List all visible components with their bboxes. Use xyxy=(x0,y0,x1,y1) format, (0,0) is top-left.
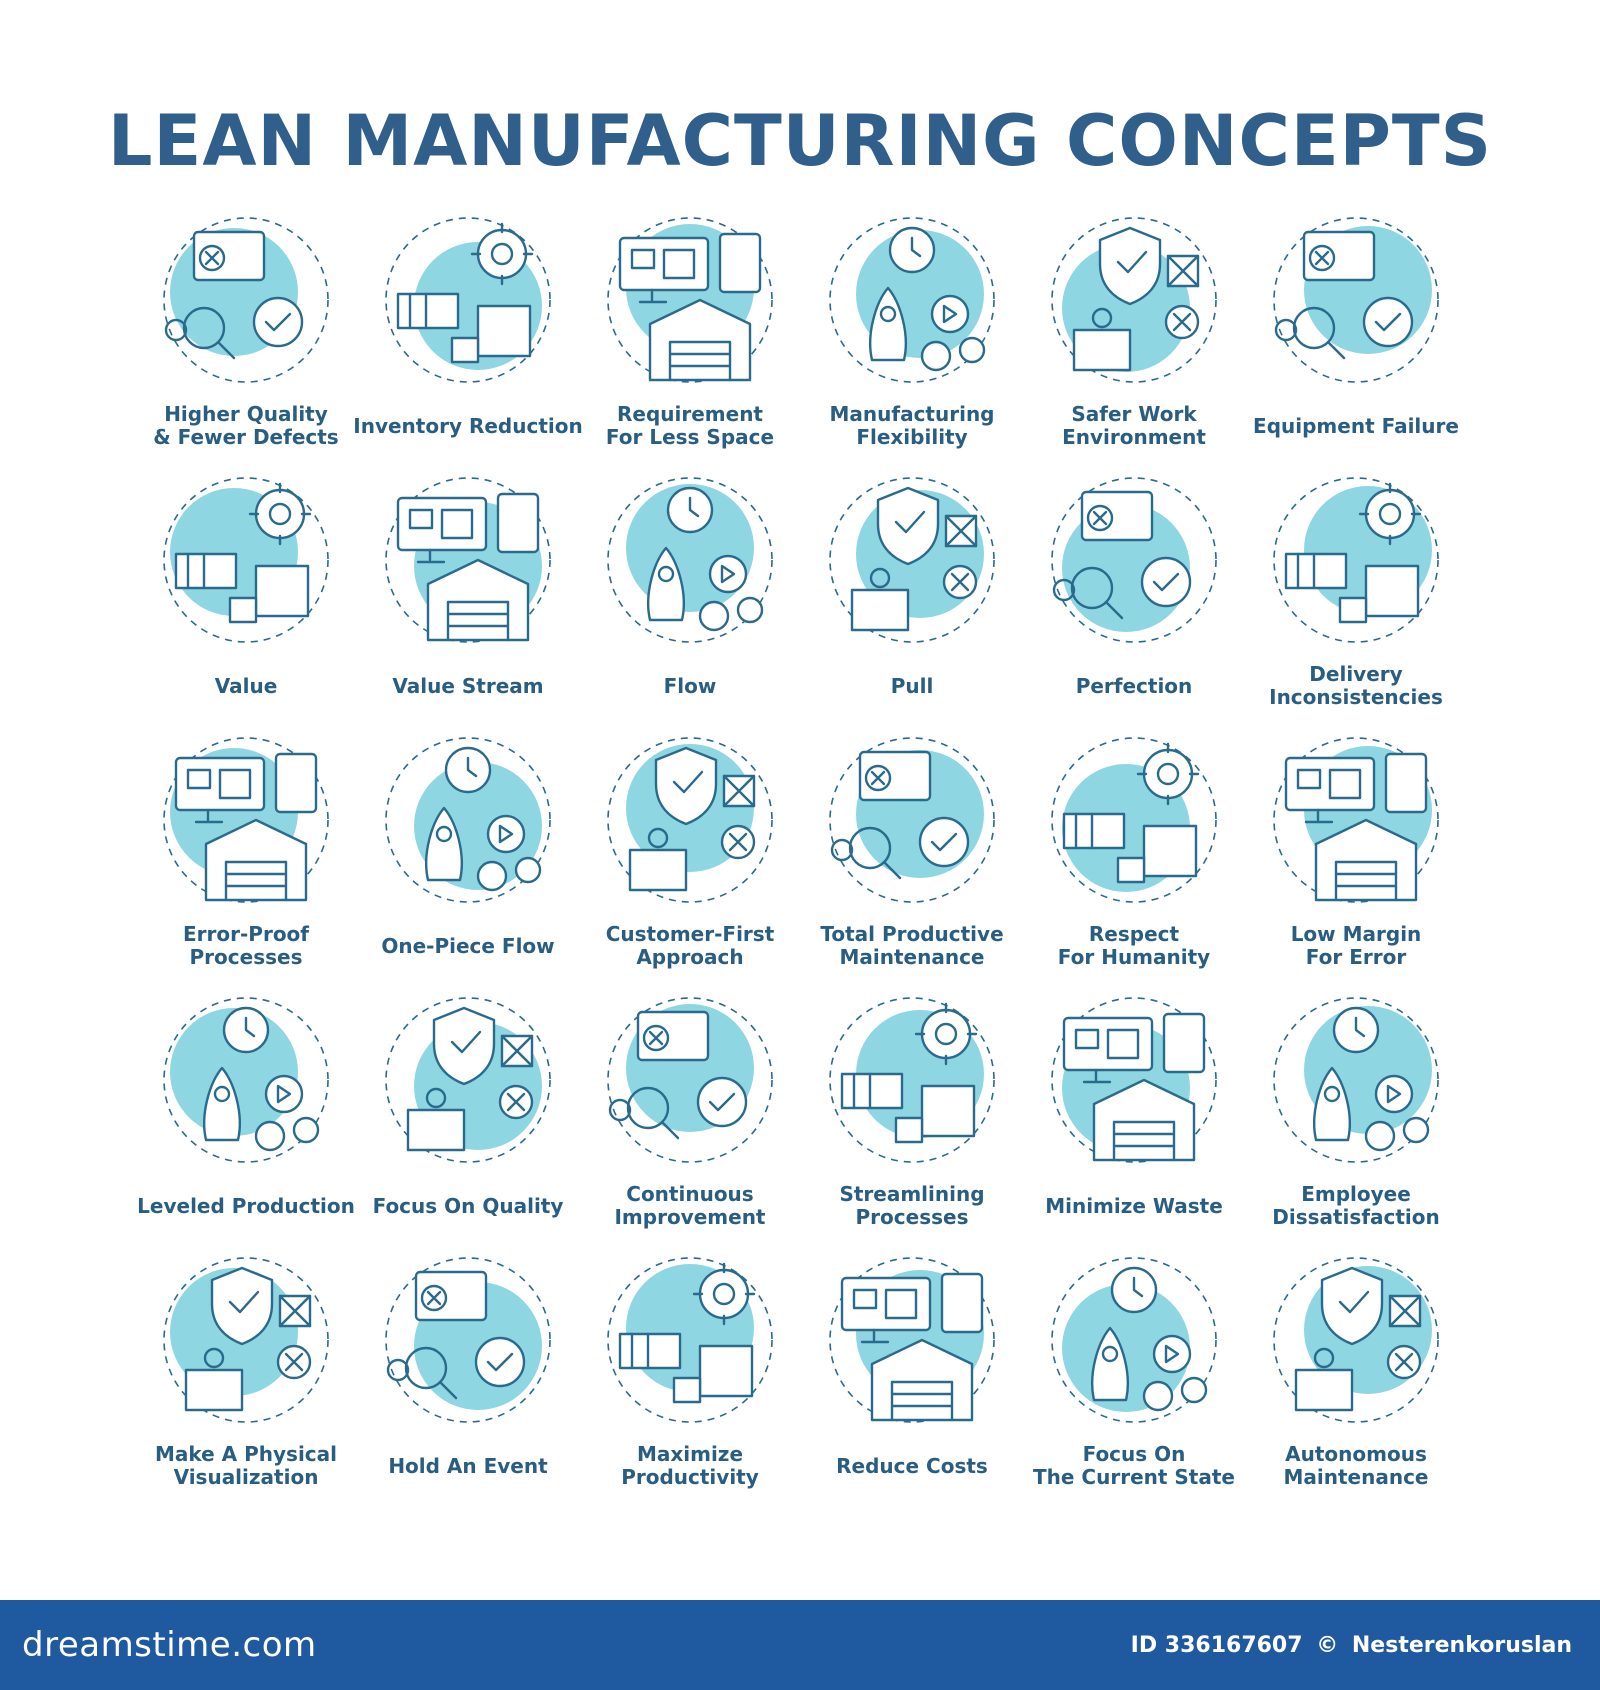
concept-card: Value xyxy=(135,460,357,720)
concept-label: Employee Dissatisfaction xyxy=(1272,1182,1440,1229)
footer-bar: dreamstime.com ID 336167607 © Nesterenko… xyxy=(0,1600,1600,1690)
copyright-symbol: © xyxy=(1316,1632,1339,1658)
concept-label: Leveled Production xyxy=(137,1193,355,1218)
less-space-icon xyxy=(607,217,773,383)
concept-label: Equipment Failure xyxy=(1253,413,1459,438)
concept-card: Value Stream xyxy=(357,460,579,720)
concept-card: Streamlining Processes xyxy=(801,980,1023,1240)
footer-credit: ID 336167607 © Nesterenkoruslan xyxy=(1125,1633,1572,1658)
concept-label: Respect For Humanity xyxy=(1057,922,1211,969)
maximize-productivity-icon xyxy=(607,1257,773,1423)
inventory-reduction-icon xyxy=(385,217,551,383)
concept-card: Higher Quality & Fewer Defects xyxy=(135,200,357,460)
continuous-improvement-icon xyxy=(607,997,773,1163)
concept-label: Autonomous Maintenance xyxy=(1283,1442,1429,1489)
concept-card: Pull xyxy=(801,460,1023,720)
concept-label: Manufacturing Flexibility xyxy=(829,402,995,449)
pull-icon xyxy=(829,477,995,643)
concept-label: Customer-First Approach xyxy=(605,922,775,969)
low-margin-icon xyxy=(1273,737,1439,903)
concept-label: Reduce Costs xyxy=(836,1453,988,1478)
concept-card: Low Margin For Error xyxy=(1245,720,1467,980)
concept-card: Leveled Production xyxy=(135,980,357,1240)
concept-label: Requirement For Less Space xyxy=(605,402,775,449)
concept-card: Delivery Inconsistencies xyxy=(1245,460,1467,720)
streamlining-icon xyxy=(829,997,995,1163)
minimize-waste-icon xyxy=(1051,997,1217,1163)
delivery-inconsistencies-icon xyxy=(1273,477,1439,643)
autonomous-maintenance-icon xyxy=(1273,1257,1439,1423)
physical-visualization-icon xyxy=(163,1257,329,1423)
one-piece-flow-icon xyxy=(385,737,551,903)
value-icon xyxy=(163,477,329,643)
perfection-icon xyxy=(1051,477,1217,643)
safer-work-icon xyxy=(1051,217,1217,383)
concept-card: Error-Proof Processes xyxy=(135,720,357,980)
concept-card: Make A Physical Visualization xyxy=(135,1240,357,1500)
concept-label: Pull xyxy=(890,673,934,698)
concept-label: Higher Quality & Fewer Defects xyxy=(153,402,339,449)
concept-label: Flow xyxy=(663,673,717,698)
concept-label: Streamlining Processes xyxy=(839,1182,985,1229)
concept-label: One-Piece Flow xyxy=(381,933,555,958)
concept-label: Minimize Waste xyxy=(1045,1193,1223,1218)
page: LEAN MANUFACTURING CONCEPTS Higher Quali… xyxy=(107,100,1493,1500)
concept-card: Equipment Failure xyxy=(1245,200,1467,460)
concept-card: Reduce Costs xyxy=(801,1240,1023,1500)
concept-card: Manufacturing Flexibility xyxy=(801,200,1023,460)
equipment-failure-icon xyxy=(1273,217,1439,383)
concept-label: Maximize Productivity xyxy=(621,1442,759,1489)
image-id: ID 336167607 xyxy=(1130,1632,1303,1658)
respect-humanity-icon xyxy=(1051,737,1217,903)
concept-card: Continuous Improvement xyxy=(579,980,801,1240)
concept-card: Maximize Productivity xyxy=(579,1240,801,1500)
concept-card: Inventory Reduction xyxy=(353,200,583,460)
quality-defects-icon xyxy=(163,217,329,383)
concept-label: Make A Physical Visualization xyxy=(154,1442,338,1489)
concept-card: One-Piece Flow xyxy=(357,720,579,980)
footer-brand[interactable]: dreamstime.com xyxy=(22,1625,317,1665)
value-stream-icon xyxy=(385,477,551,643)
concept-label: Focus On The Current State xyxy=(1033,1442,1235,1489)
concept-label: Error-Proof Processes xyxy=(183,922,309,969)
concept-card: Requirement For Less Space xyxy=(579,200,801,460)
reduce-costs-icon xyxy=(829,1257,995,1423)
concept-label: Delivery Inconsistencies xyxy=(1269,662,1443,709)
customer-first-icon xyxy=(607,737,773,903)
total-productive-maintenance-icon xyxy=(829,737,995,903)
concept-grid: Higher Quality & Fewer Defects Inventory … xyxy=(135,200,1465,1500)
concept-label: Continuous Improvement xyxy=(614,1182,766,1229)
page-title: LEAN MANUFACTURING CONCEPTS xyxy=(107,100,1493,182)
concept-card: Hold An Event xyxy=(357,1240,579,1500)
concept-label: Total Productive Maintenance xyxy=(820,922,1004,969)
concept-card: Total Productive Maintenance xyxy=(801,720,1023,980)
manufacturing-flexibility-icon xyxy=(829,217,995,383)
concept-card: Perfection xyxy=(1023,460,1245,720)
concept-label: Focus On Quality xyxy=(372,1193,564,1218)
concept-card: Focus On The Current State xyxy=(1023,1240,1245,1500)
current-state-icon xyxy=(1051,1257,1217,1423)
concept-card: Flow xyxy=(579,460,801,720)
leveled-production-icon xyxy=(163,997,329,1163)
concept-card: Safer Work Environment xyxy=(1023,200,1245,460)
employee-dissatisfaction-icon xyxy=(1273,997,1439,1163)
concept-label: Inventory Reduction xyxy=(353,413,583,438)
hold-event-icon xyxy=(385,1257,551,1423)
concept-card: Focus On Quality xyxy=(357,980,579,1240)
concept-card: Autonomous Maintenance xyxy=(1245,1240,1467,1500)
concept-label: Low Margin For Error xyxy=(1290,922,1422,969)
concept-card: Minimize Waste xyxy=(1023,980,1245,1240)
error-proof-icon xyxy=(163,737,329,903)
author-name[interactable]: Nesterenkoruslan xyxy=(1351,1632,1572,1658)
concept-label: Perfection xyxy=(1075,673,1193,698)
concept-label: Hold An Event xyxy=(388,1453,548,1478)
concept-label: Safer Work Environment xyxy=(1062,402,1206,449)
concept-card: Respect For Humanity xyxy=(1023,720,1245,980)
concept-label: Value xyxy=(214,673,278,698)
concept-card: Customer-First Approach xyxy=(579,720,801,980)
concept-card: Employee Dissatisfaction xyxy=(1245,980,1467,1240)
flow-icon xyxy=(607,477,773,643)
focus-quality-icon xyxy=(385,997,551,1163)
concept-label: Value Stream xyxy=(392,673,544,698)
